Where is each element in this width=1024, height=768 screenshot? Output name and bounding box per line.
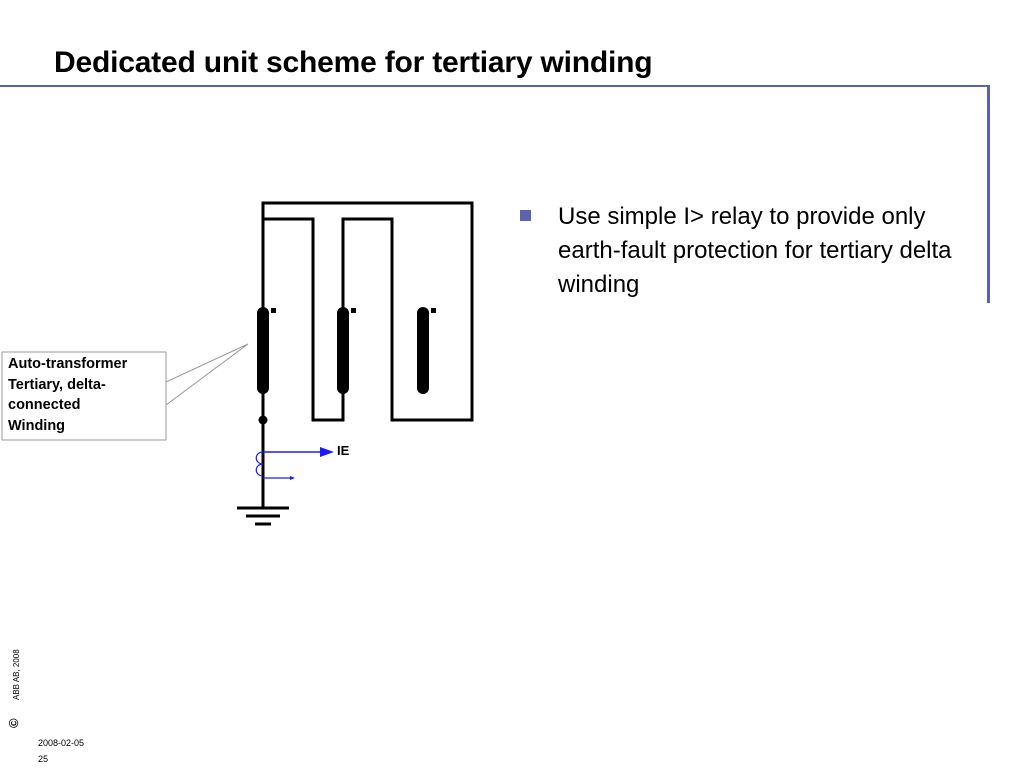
callout-label: Auto-transformer Tertiary, delta- connec…	[8, 354, 158, 436]
earth-ground-icon	[237, 506, 289, 526]
bullet-list: Use simple I> relay to provide only eart…	[520, 200, 960, 302]
polarity-dot-3	[431, 308, 436, 313]
callout-line: connected	[8, 397, 81, 413]
ie-current-label: IE	[337, 443, 350, 458]
callout-line: Winding	[8, 417, 66, 434]
polarity-dot-1	[271, 308, 276, 313]
callout-line: Tertiary, delta-	[8, 376, 106, 393]
ie-arrow-icon	[320, 447, 334, 457]
delta-winding-loop	[261, 201, 474, 508]
callout-line: Auto-transformer	[8, 356, 128, 372]
polarity-dot-2	[351, 308, 356, 313]
coil-1	[257, 307, 269, 394]
small-arrow-icon	[290, 476, 295, 480]
slide-title: Dedicated unit scheme for tertiary windi…	[54, 46, 653, 79]
square-bullet-icon	[520, 210, 531, 221]
title-underline	[0, 85, 990, 87]
junction-dot	[258, 415, 268, 425]
coil-2	[337, 307, 349, 394]
callout-box	[1, 343, 249, 441]
copyright-icon: ©	[6, 718, 21, 728]
winding-coils	[257, 307, 436, 394]
footer-copyright-text: ABB AB, 2008	[12, 649, 21, 700]
current-transformer	[255, 451, 320, 479]
footer-date: 2008-02-05	[38, 738, 85, 748]
footer-page-number: 25	[38, 754, 49, 764]
bullet-item: Use simple I> relay to provide only eart…	[558, 203, 952, 298]
coil-3	[417, 307, 429, 394]
right-border-line	[987, 85, 990, 303]
